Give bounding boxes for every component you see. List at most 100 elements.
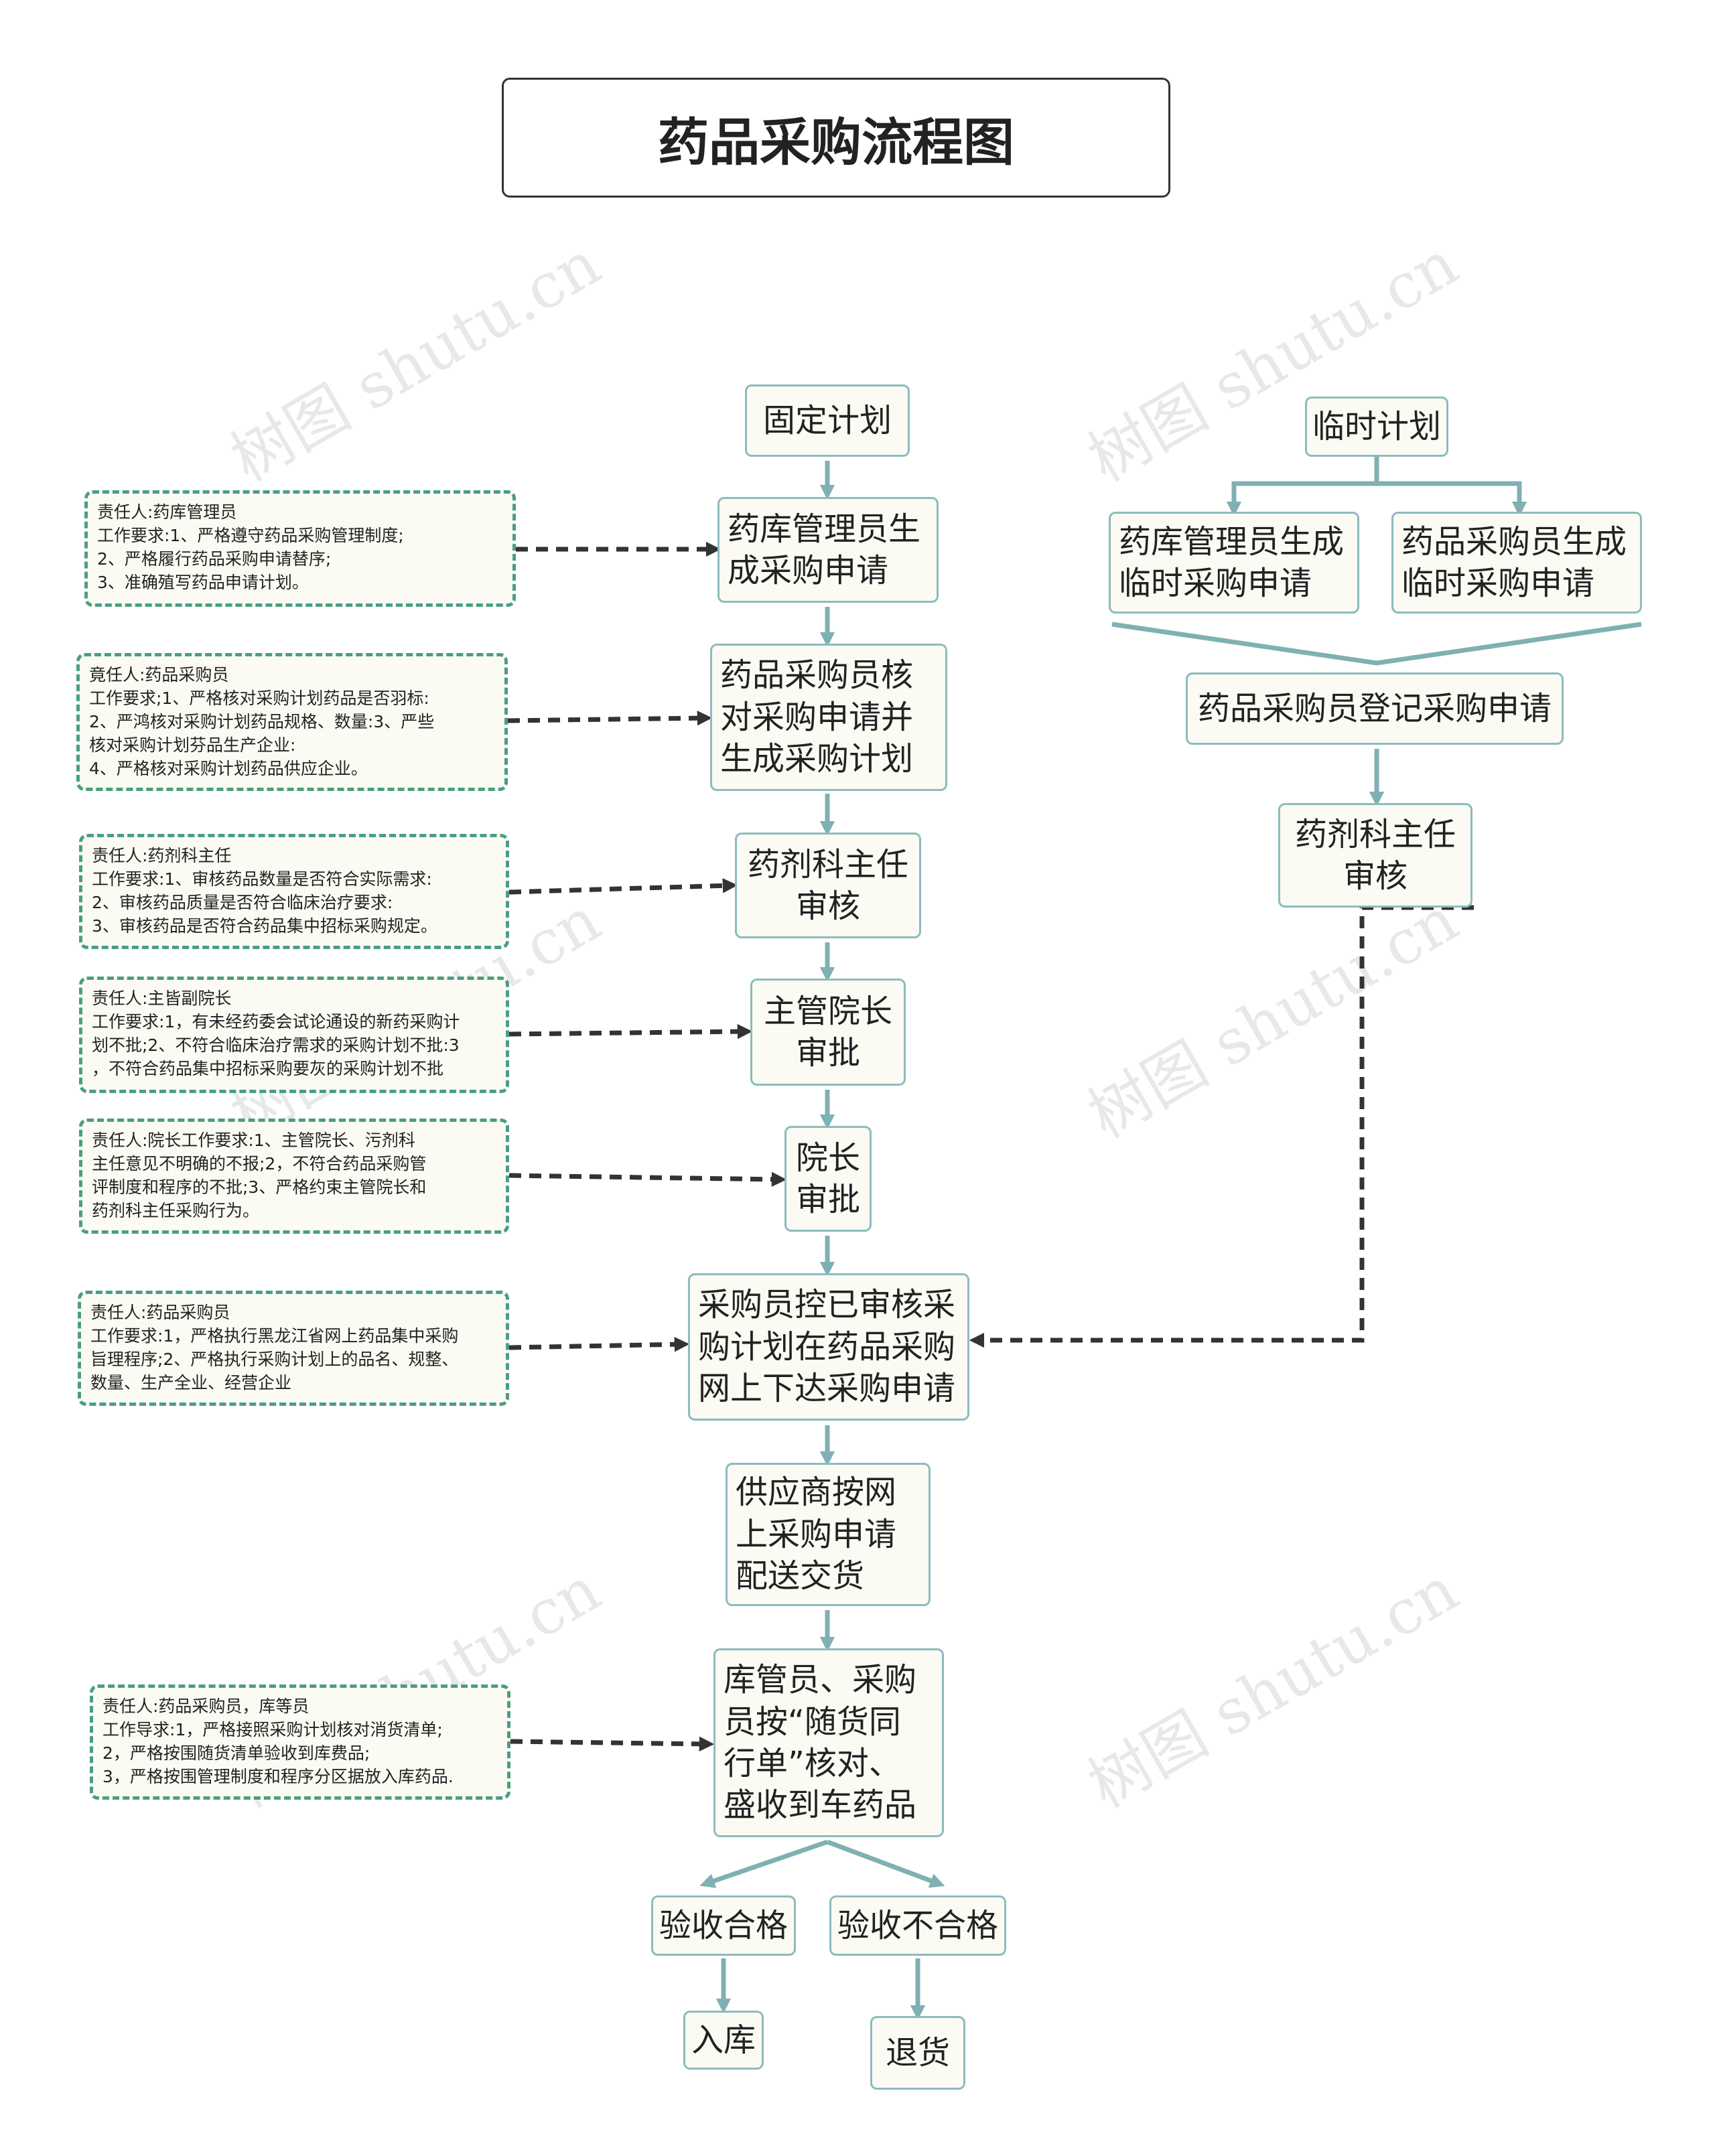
arrow-step8-to-pass	[699, 1839, 829, 1888]
node-step2: 药品采购员核 对采购申请并 生成采购计划	[710, 644, 947, 791]
node-line: 采购员控已审核采	[698, 1286, 956, 1324]
node-temp-branch-b: 药品采购员生成 临时采购申请	[1391, 512, 1642, 614]
node-temp-plan: 临时计划	[1305, 397, 1448, 457]
dash-note5	[508, 1171, 787, 1188]
node-line: 药品采购员生成	[1401, 522, 1627, 561]
note-line: 3、审核药品是否符合药品集中招标采购规定。	[92, 916, 437, 936]
dash-note6	[508, 1337, 690, 1352]
note-line: 3，严格按围管理制度和程序分区据放入库药品.	[102, 1767, 454, 1786]
dash-note4	[508, 1023, 753, 1039]
node-line: 网上下达采购申请	[698, 1370, 956, 1408]
node-step4: 主管院长 审批	[750, 979, 906, 1086]
node-line: 主管院长	[763, 992, 892, 1030]
note-responsibility-1: 责任人:药库管理员 工作要求:1、严格遵守药品采购管理制度; 2、严格履行药品采…	[84, 490, 516, 607]
note-line: 工作要求:1，严格执行黑龙江省网上药品集中采购	[90, 1326, 459, 1346]
note-line: 旨理程序;2、严格执行采购计划上的品名、规整、	[90, 1350, 459, 1369]
node-line: 审批	[795, 1034, 860, 1072]
node-line: 购计划在药品采购	[698, 1327, 956, 1366]
note-line: ，不符合药品集中招标采购要灰的采购计划不批	[92, 1059, 444, 1078]
node-line: 库管员、采购	[724, 1661, 917, 1699]
dash-note3	[508, 878, 738, 895]
node-fail: 验收不合格	[829, 1895, 1006, 1956]
node-step8: 库管员、采购 员按“随货同 行单”核对、 盛收到车药品	[713, 1648, 944, 1837]
node-step6: 采购员控已审核采 购计划在药品采购 网上下达采购申请	[688, 1273, 969, 1421]
merge-brace	[1111, 622, 1642, 666]
node-line: 药库管理员生成	[1119, 522, 1345, 561]
node-fixed-plan: 固定计划	[745, 384, 910, 457]
arrow-step8-to-fail	[826, 1839, 945, 1888]
node-label: 入库	[691, 2021, 756, 2059]
note-line: 核对采购计划芬品生产企业:	[89, 735, 296, 755]
note-line: 4、严格核对采购计划药品供应企业。	[89, 759, 368, 778]
node-pass: 验收合格	[651, 1895, 796, 1956]
node-line: 院长	[795, 1139, 860, 1177]
note-responsibility-7: 责任人:药品采购员，库等员 工作导求:1，严格接照采购计划核对消货清单; 2，严…	[90, 1684, 510, 1800]
note-line: 主任意见不明确的不报;2，不符合药品采购管	[92, 1154, 427, 1173]
note-line: 2、严格履行药品采购申请替序;	[97, 549, 332, 569]
note-responsibility-3: 责任人:药剂科主任 工作要求:1、审核药品数量是否符合实际需求: 2、审核药品质…	[79, 834, 509, 949]
note-line: 责任人:药剂科主任	[92, 846, 232, 865]
note-line: 工作导求:1，严格接照采购计划核对消货清单;	[102, 1720, 443, 1739]
dash-note2	[507, 710, 713, 726]
note-line: 2、审核药品质量是否符合临床治疗要求:	[92, 893, 393, 912]
node-line: 审批	[795, 1181, 860, 1218]
note-line: 工作要求:1，有未经药委会试论通设的新药采购计	[92, 1012, 460, 1031]
note-line: 竟任人:药品采购员	[89, 665, 229, 685]
note-line: 数量、生产全业、经营企业	[90, 1373, 292, 1392]
page-title: 药品采购流程图	[502, 78, 1170, 198]
node-line: 员按“随货同	[724, 1703, 901, 1741]
node-step3: 药剂科主任 审核	[735, 833, 921, 938]
note-line: 划不批;2、不符合临床治疗需求的采购计划不批:3	[92, 1035, 460, 1055]
arrow-temp-split	[1226, 455, 1379, 517]
node-step7: 供应商按网 上采购申请 配送交货	[726, 1463, 931, 1606]
node-line: 药剂科主任	[1294, 815, 1456, 853]
node-store: 入库	[683, 2011, 764, 2070]
node-step1: 药库管理员生 成采购申请	[717, 497, 939, 603]
node-line: 药库管理员生	[728, 510, 921, 548]
node-line: 行单”核对、	[724, 1745, 901, 1782]
note-responsibility-6: 责任人:药品采购员 工作要求:1，严格执行黑龙江省网上药品集中采购 旨理程序;2…	[78, 1291, 509, 1406]
note-line: 药剂科主任采购行为。	[92, 1201, 260, 1220]
node-line: 对采购申请并	[720, 698, 914, 736]
note-line: 责任人:药库管理员	[97, 502, 237, 522]
note-line: 责任人:药品采购员，库等员	[102, 1697, 310, 1716]
note-line: 工作要求:1、审核药品数量是否符合实际需求:	[92, 869, 432, 889]
node-line: 临时采购申请	[1119, 565, 1312, 602]
node-line: 盛收到车药品	[724, 1786, 917, 1824]
note-line: 工作要求;1、严格核对采购计划药品是否羽标:	[89, 689, 429, 708]
dash-temp-to-step6	[969, 905, 1474, 1348]
node-label: 固定计划	[762, 401, 892, 439]
note-line: 2，严格按围随货清单验收到库费品;	[102, 1743, 370, 1763]
node-label: 验收合格	[659, 1906, 788, 1944]
note-responsibility-5: 责任人:院长工作要求:1、主管院长、污剂科 主任意见不明确的不报;2，不符合药品…	[79, 1119, 509, 1234]
node-label: 临时计划	[1312, 407, 1442, 445]
dash-note7	[510, 1736, 715, 1752]
node-temp-branch-a: 药库管理员生成 临时采购申请	[1109, 512, 1359, 614]
node-line: 药品采购员核	[720, 656, 914, 695]
node-label: 验收不合格	[837, 1906, 999, 1944]
node-line: 配送交货	[736, 1557, 865, 1595]
arrow-temp-split-b	[1377, 481, 1527, 517]
node-line: 供应商按网	[736, 1474, 897, 1512]
note-line: 责任人:院长工作要求:1、主管院长、污剂科	[92, 1131, 415, 1150]
note-line: 工作要求:1、严格遵守药品采购管理制度;	[97, 526, 404, 545]
note-line: 责任人:主皆副院长	[92, 989, 232, 1008]
node-line: 成采购申请	[728, 552, 889, 589]
node-return: 退货	[870, 2016, 965, 2090]
note-line: 3、准确殖写药品申请计划。	[97, 573, 309, 592]
node-label: 药品采购员登记采购申请	[1197, 689, 1552, 727]
node-line: 审核	[795, 887, 860, 925]
node-temp-review: 药剂科主任 审核	[1278, 803, 1472, 908]
note-responsibility-2: 竟任人:药品采购员 工作要求;1、严格核对采购计划药品是否羽标: 2、严鸿核对采…	[76, 653, 508, 791]
node-line: 审核	[1343, 857, 1408, 895]
node-label: 退货	[885, 2033, 950, 2072]
note-line: 评制度和程序的不批;3、严格约束主管院长和	[92, 1177, 427, 1197]
node-temp-register: 药品采购员登记采购申请	[1186, 672, 1564, 745]
node-line: 药剂科主任	[747, 845, 908, 883]
node-line: 临时采购申请	[1401, 565, 1595, 602]
node-step5: 院长 审批	[784, 1126, 872, 1232]
node-line: 生成采购计划	[720, 740, 914, 778]
note-line: 2、严鸿核对采购计划药品规格、数量:3、严些	[89, 712, 435, 731]
node-line: 上采购申请	[736, 1515, 897, 1553]
